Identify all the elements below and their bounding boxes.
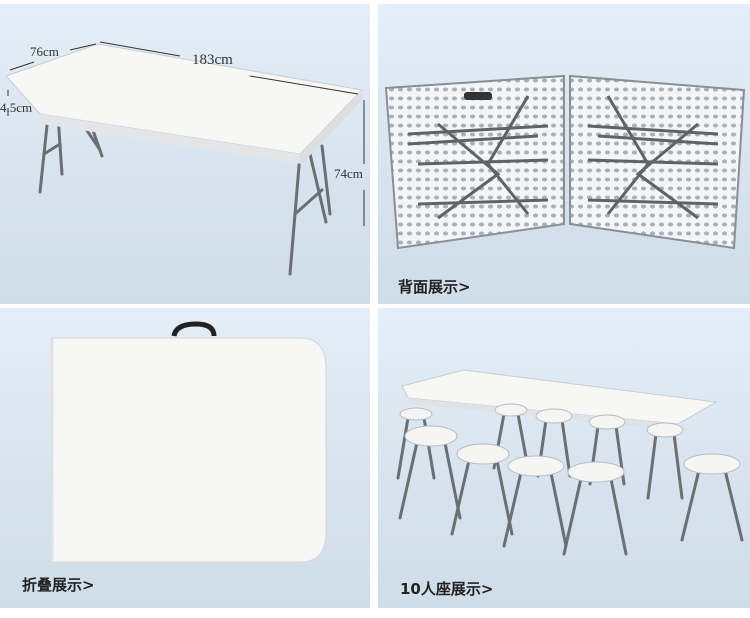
length-dimension-label: 183cm (192, 52, 233, 68)
back-view-panel: 背面展示> (378, 4, 750, 304)
table-dimension-illustration (5, 41, 365, 276)
folded-table-illustration (50, 321, 327, 563)
table-with-stools-illustration (396, 369, 744, 556)
folded-view-panel: 折叠展示> (0, 308, 370, 608)
folded-view-caption: 折叠展示> (22, 576, 95, 594)
back-view-caption: 背面展示> (398, 278, 471, 296)
height-dimension-label: 74cm (334, 166, 363, 181)
width-dimension-label: 76cm (30, 44, 59, 59)
ten-seat-panel: 10人座展示> (378, 308, 750, 608)
dimensions-panel: 76cm 183cm 4.5cm 74cm (0, 4, 370, 304)
table-underside-illustration (384, 74, 746, 250)
ten-seat-caption: 10人座展示> (400, 580, 494, 598)
thickness-dimension-label: 4.5cm (0, 100, 33, 115)
